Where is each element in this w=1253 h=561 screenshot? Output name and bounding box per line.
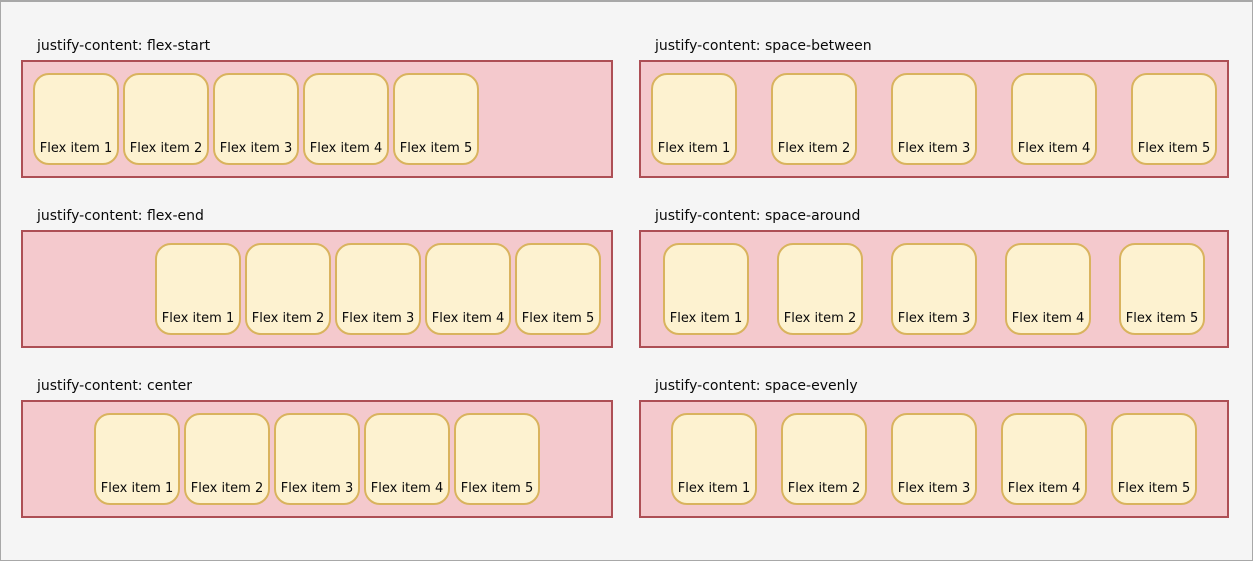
- flex-item: Flex item 4: [364, 413, 450, 505]
- flex-container-space-around: Flex item 1 Flex item 2 Flex item 3 Flex it…: [639, 230, 1229, 348]
- flex-item: Flex item 2: [184, 413, 270, 505]
- flex-item: Flex item 3: [213, 73, 299, 165]
- flex-container-space-between: Flex item 1 Flex item 2 Flex item 3 Flex it…: [639, 60, 1229, 178]
- flex-container-space-evenly: Flex item 1 Flex item 2 Flex item 3 Flex it…: [639, 400, 1229, 518]
- flex-item: Flex item 1: [33, 73, 119, 165]
- flex-item: Flex item 5: [454, 413, 540, 505]
- flex-item: Flex item 5: [1131, 73, 1217, 165]
- panel-title: justify-content: flex-end: [37, 208, 204, 224]
- flex-item: Flex item 4: [425, 243, 511, 335]
- flex-item: Flex item 3: [274, 413, 360, 505]
- flex-item: Flex item 1: [651, 73, 737, 165]
- panel-title: justify-content: flex-start: [37, 38, 211, 54]
- flex-item: Flex item 1: [94, 413, 180, 505]
- flex-item: Flex item 2: [245, 243, 331, 335]
- flex-item: Flex item 1: [155, 243, 241, 335]
- panel-title: justify-content: space-between: [655, 38, 872, 54]
- flex-item: Flex item 1: [663, 243, 749, 335]
- flex-item: Flex item 4: [1011, 73, 1097, 165]
- flex-item: Flex item 3: [335, 243, 421, 335]
- flex-item: Flex item 2: [771, 73, 857, 165]
- panel-title: justify-content: center: [37, 378, 193, 394]
- flex-item: Flex item 4: [1001, 413, 1087, 505]
- flex-item: Flex item 2: [777, 243, 863, 335]
- panel-title: justify-content: space-evenly: [655, 378, 858, 394]
- panel-space-around: justify-content: space-around Flex item …: [639, 209, 1229, 348]
- flex-item: Flex item 4: [1005, 243, 1091, 335]
- flex-item: Flex item 3: [891, 243, 977, 335]
- flex-item: Flex item 3: [891, 73, 977, 165]
- flex-item: Flex item 5: [515, 243, 601, 335]
- panel-title: justify-content: space-around: [655, 208, 861, 224]
- flex-item: Flex item 2: [781, 413, 867, 505]
- flex-item: Flex item 5: [393, 73, 479, 165]
- flex-item: Flex item 1: [671, 413, 757, 505]
- flex-item: Flex item 4: [303, 73, 389, 165]
- panel-space-between: justify-content: space-between Flex item…: [639, 39, 1229, 178]
- panel-space-evenly: justify-content: space-evenly Flex item …: [639, 379, 1229, 518]
- flex-item: Flex item 5: [1111, 413, 1197, 505]
- flex-item: Flex item 5: [1119, 243, 1205, 335]
- flex-item: Flex item 3: [891, 413, 977, 505]
- flex-item: Flex item 2: [123, 73, 209, 165]
